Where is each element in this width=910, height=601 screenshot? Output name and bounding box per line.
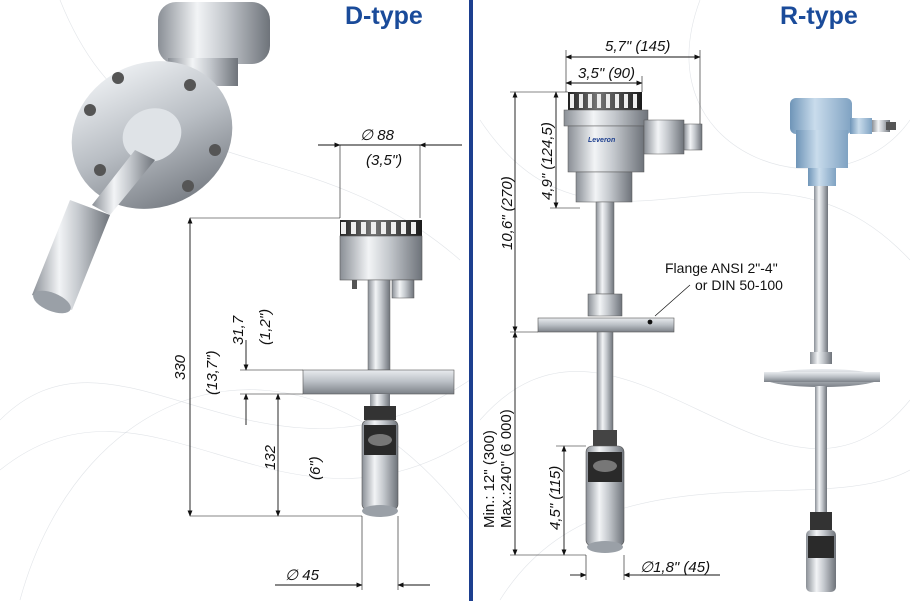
- r-type-drawing: Leveron 5,7" (145) 3,5" (90) 4,9" (124,5…: [481, 38, 783, 580]
- d-float-len-in: (6"): [307, 456, 324, 480]
- d-dia-top-in: (3,5"): [366, 152, 402, 169]
- d-height-total-in: (13,7"): [204, 350, 221, 395]
- d-height-total: 330: [172, 354, 189, 380]
- r-max-len: Max.:240" (6 000): [498, 409, 515, 528]
- d-dia-bottom: ∅ 45: [285, 567, 320, 584]
- r-width-head: 3,5" (90): [578, 65, 635, 82]
- r-width-total: 5,7" (145): [605, 38, 670, 55]
- d-type-photo: [32, 2, 270, 314]
- brand-logo-text: Leveron: [588, 137, 615, 144]
- r-type-photo: [764, 98, 896, 592]
- r-min-len: Min.: 12" (300): [481, 430, 498, 528]
- r-to-flange: 10,6" (270): [499, 176, 516, 250]
- r-flange-note-1: Flange ANSI 2"-4": [665, 260, 778, 276]
- d-head-to-flange-in: (1,2"): [257, 309, 274, 345]
- d-float-len: 132: [262, 444, 279, 470]
- title-r-type: R-type: [780, 2, 858, 30]
- r-float-len: 4,5" (115): [547, 466, 564, 530]
- d-dia-top: ∅ 88: [360, 127, 395, 144]
- title-d-type: D-type: [345, 2, 423, 30]
- r-head-height: 4,9" (124,5): [539, 122, 556, 200]
- r-flange-note-2: or DIN 50-100: [695, 277, 783, 293]
- d-head-to-flange: 31,7: [230, 315, 247, 345]
- d-type-drawing: ∅ 88 (3,5") 330 (13,7") 31,7 (1,2") 132 …: [172, 127, 462, 590]
- r-float-dia: ∅1,8" (45): [640, 559, 710, 576]
- panel-divider: [469, 0, 473, 601]
